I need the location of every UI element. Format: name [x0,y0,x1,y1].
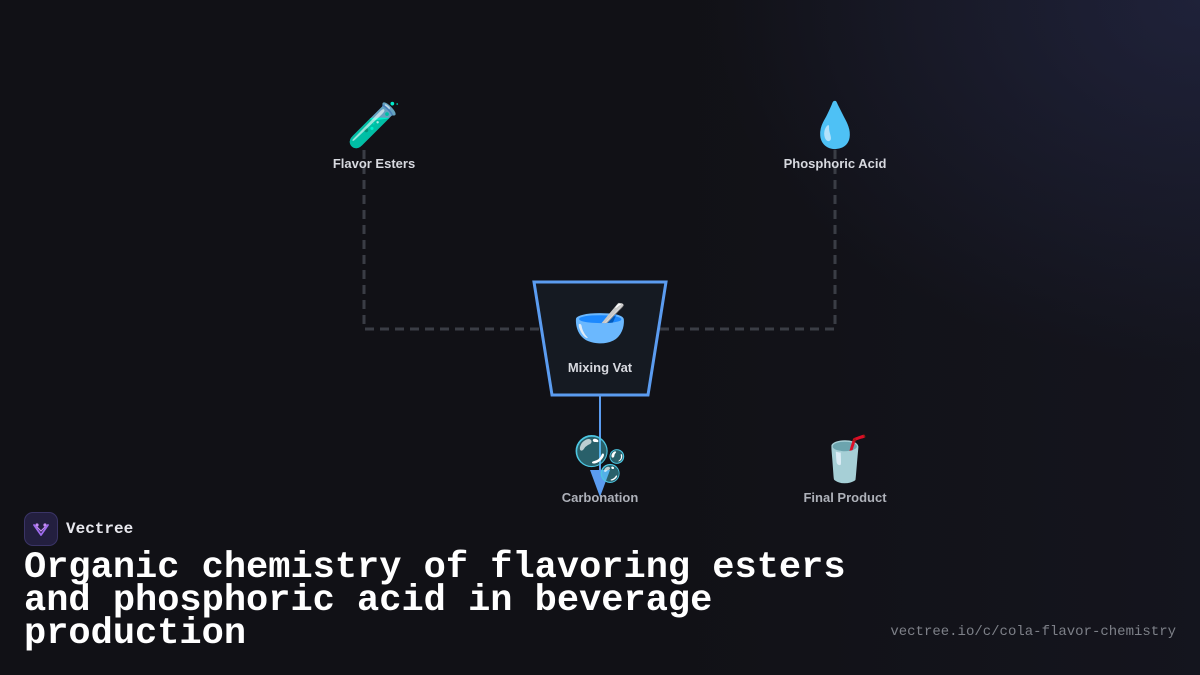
node-label: Carbonation [561,490,639,505]
edge-flavor-esters-to-mixing-vat [362,150,540,331]
vectree-logo-icon [24,512,58,546]
node-carbonation[interactable]: 🫧 Carbonation [530,435,670,506]
node-label: Mixing Vat [567,360,633,375]
test-tube-icon: 🧪 [346,101,402,150]
edge-phosphoric-acid-to-mixing-vat [660,150,837,331]
node-label: Phosphoric Acid [783,156,887,171]
arrowhead-icon [590,470,610,497]
node-final-product[interactable]: 🥤 Final Product [775,435,915,506]
node-label: Flavor Esters [332,156,416,171]
bowl-with-spoon-icon: 🥣 [572,299,628,348]
node-mixing-vat[interactable]: 🥣 Mixing Vat [532,280,668,398]
cup-with-straw-icon: 🥤 [817,435,873,484]
brand[interactable]: Vectree [24,512,133,546]
node-label: Final Product [803,490,887,505]
source-url[interactable]: vectree.io/c/cola-flavor-chemistry [890,624,1176,640]
vat-shape [532,280,668,397]
node-flavor-esters[interactable]: 🧪 Flavor Esters [304,101,444,172]
page-title: Organic chemistry of flavoring esters an… [24,547,846,655]
brand-name: Vectree [66,520,134,538]
droplet-icon: 💧 [807,101,863,150]
node-phosphoric-acid[interactable]: 💧 Phosphoric Acid [765,101,905,172]
bubbles-icon: 🫧 [572,435,628,484]
